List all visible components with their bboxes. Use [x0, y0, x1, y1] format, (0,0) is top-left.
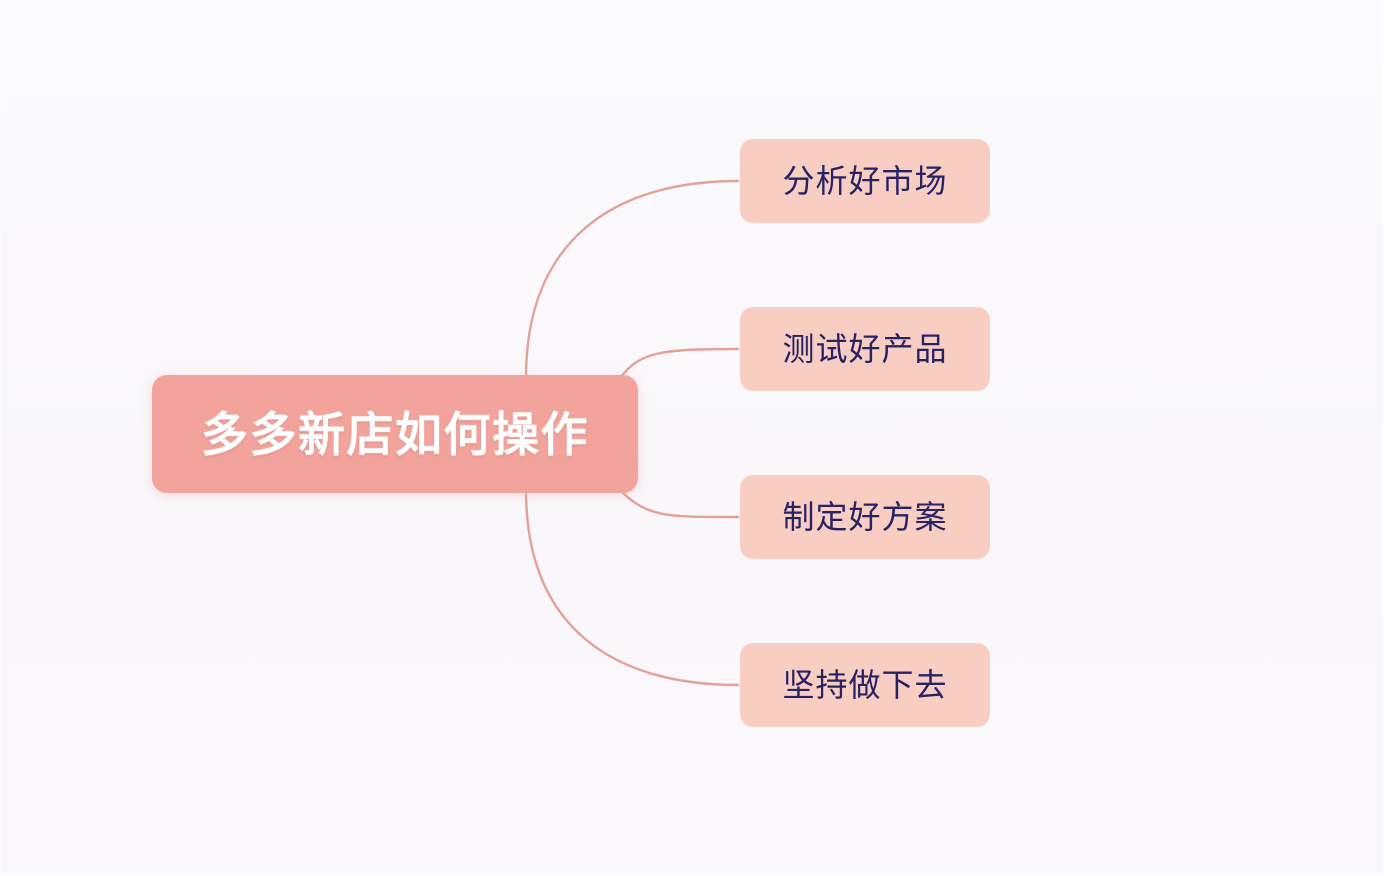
connector-to-child-0 — [524, 179, 740, 380]
connector-to-child-3 — [524, 488, 740, 687]
connector-to-child-2 — [618, 488, 740, 519]
connector-to-child-1 — [618, 347, 740, 380]
mindmap-root-node[interactable]: 多多新店如何操作 — [152, 375, 638, 493]
root-node-label: 多多新店如何操作 — [201, 407, 589, 461]
child-node-label-2: 测试好产品 — [782, 331, 948, 367]
child-node-label-4: 坚持做下去 — [782, 667, 948, 703]
child-node-label-1: 分析好市场 — [782, 163, 948, 199]
mindmap-child-node-4[interactable]: 坚持做下去 — [740, 643, 990, 727]
mindmap-child-node-1[interactable]: 分析好市场 — [740, 139, 990, 223]
mindmap-child-node-2[interactable]: 测试好产品 — [740, 307, 990, 391]
child-node-label-3: 制定好方案 — [782, 499, 948, 535]
mindmap-child-node-3[interactable]: 制定好方案 — [740, 475, 990, 559]
